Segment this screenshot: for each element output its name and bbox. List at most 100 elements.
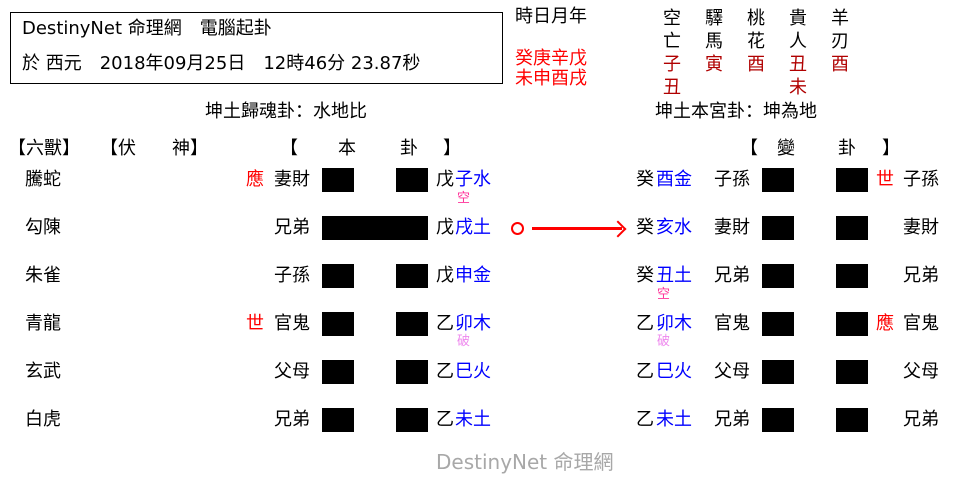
earthly-branch: 子水 [455, 169, 491, 190]
yin-bar-right [396, 312, 428, 336]
changed-relation: 父母 [714, 361, 750, 382]
ganzhi-branches: 未申酉戌 [515, 68, 587, 89]
header-fushen: 【伏 神】 [100, 138, 208, 159]
yin-bar-right [396, 408, 428, 432]
earthly-branch: 戌土 [455, 217, 491, 238]
shensha-name2: 馬 [705, 31, 723, 52]
heavenly-stem: 戊 [436, 265, 454, 286]
changed-stem: 乙 [636, 313, 654, 334]
changed-relation: 兄弟 [714, 409, 750, 430]
main-hexagram-title: 坤土歸魂卦：水地比 [205, 101, 367, 122]
yin-bar-right [836, 168, 868, 192]
shensha-name1: 驛 [705, 8, 723, 29]
yin-bar-right [836, 408, 868, 432]
ganzhi-label: 時日月年 [515, 6, 587, 27]
yang-bar [322, 216, 428, 240]
shensha-name1: 空 [663, 8, 681, 29]
heavenly-stem: 乙 [436, 361, 454, 382]
six-relation: 兄弟 [274, 217, 310, 238]
broken-note: 破 [457, 334, 471, 349]
changed-hexagram-title: 坤土本宮卦：坤為地 [655, 101, 817, 122]
changed-relation-2: 兄弟 [903, 409, 939, 430]
yin-bar-right [836, 216, 868, 240]
changed-branch: 亥水 [656, 217, 692, 238]
shensha-name2: 亡 [663, 31, 681, 52]
shensha-name2: 花 [747, 31, 765, 52]
header-changed-gua: 卦 [838, 138, 856, 159]
arrow-right-icon [609, 220, 627, 238]
shensha-name1: 羊 [831, 8, 849, 29]
changed-branch: 酉金 [656, 169, 692, 190]
earthly-branch: 卯木 [455, 313, 491, 334]
shensha-name2: 刃 [831, 31, 849, 52]
heavenly-stem: 戊 [436, 169, 454, 190]
yin-bar-left [762, 264, 794, 288]
app-title: DestinyNet 命理網 電腦起卦 [22, 18, 272, 39]
footer-watermark: DestinyNet 命理網 [436, 450, 614, 474]
yin-bar-left [762, 408, 794, 432]
yin-bar-left [762, 360, 794, 384]
heavenly-stem: 乙 [436, 313, 454, 334]
shensha-value: 子 [663, 54, 681, 75]
ganzhi-stems: 癸庚辛戊 [515, 48, 587, 69]
header-changed-open: 【 [740, 138, 758, 159]
yin-bar-right [836, 312, 868, 336]
changed-relation: 兄弟 [714, 265, 750, 286]
changed-relation-2: 兄弟 [903, 265, 939, 286]
changed-relation-2: 父母 [903, 361, 939, 382]
shensha-name1: 貴 [789, 8, 807, 29]
changed-branch: 卯木 [656, 313, 692, 334]
shensha-value: 丑 [789, 54, 807, 75]
six-relation: 官鬼 [274, 313, 310, 334]
empty-note: 空 [457, 191, 471, 206]
yin-bar-right [836, 360, 868, 384]
yin-bar-left [762, 216, 794, 240]
six-beast: 朱雀 [25, 265, 61, 286]
six-relation: 子孫 [274, 265, 310, 286]
changed-relation-2: 妻財 [903, 217, 939, 238]
six-beast: 青龍 [25, 313, 61, 334]
six-relation: 父母 [274, 361, 310, 382]
six-beast: 白虎 [25, 409, 61, 430]
changed-relation: 官鬼 [714, 313, 750, 334]
header-main-gua: 卦 [400, 138, 418, 159]
header-changed-bian: 變 [777, 138, 795, 159]
shensha-value: 寅 [705, 54, 723, 75]
shi-marker: 世 [876, 169, 894, 190]
yin-bar-left [762, 168, 794, 192]
yin-bar-left [322, 264, 354, 288]
yin-bar-right [836, 264, 868, 288]
yin-bar-right [396, 360, 428, 384]
header-main-close: 】 [443, 138, 461, 159]
shensha-value: 丑 [663, 77, 681, 98]
shensha-value: 未 [789, 77, 807, 98]
moving-line-circle-icon [511, 222, 524, 235]
changed-branch: 丑土 [656, 265, 692, 286]
cast-datetime: 於 西元 2018年09月25日 12時46分 23.87秒 [22, 53, 421, 74]
changed-stem: 癸 [636, 169, 654, 190]
six-beast: 騰蛇 [25, 169, 61, 190]
yin-bar-right [396, 264, 428, 288]
changed-relation: 子孫 [714, 169, 750, 190]
yin-bar-left [322, 168, 354, 192]
header-box [10, 12, 503, 84]
empty-note: 空 [657, 287, 671, 302]
six-beast: 玄武 [25, 361, 61, 382]
shensha-value: 酉 [831, 54, 849, 75]
changed-stem: 癸 [636, 217, 654, 238]
shensha-value: 酉 [747, 54, 765, 75]
heavenly-stem: 乙 [436, 409, 454, 430]
shensha-name1: 桃 [747, 8, 765, 29]
broken-note: 破 [657, 334, 671, 349]
changed-stem: 癸 [636, 265, 654, 286]
ying-marker: 應 [876, 313, 894, 334]
changed-relation-2: 子孫 [903, 169, 939, 190]
earthly-branch: 申金 [455, 265, 491, 286]
header-main-open: 【 [280, 138, 298, 159]
earthly-branch: 巳火 [455, 361, 491, 382]
ying-marker: 應 [246, 169, 264, 190]
yin-bar-left [762, 312, 794, 336]
heavenly-stem: 戊 [436, 217, 454, 238]
change-arrow-line [532, 227, 622, 230]
header-main-ben: 本 [338, 138, 356, 159]
